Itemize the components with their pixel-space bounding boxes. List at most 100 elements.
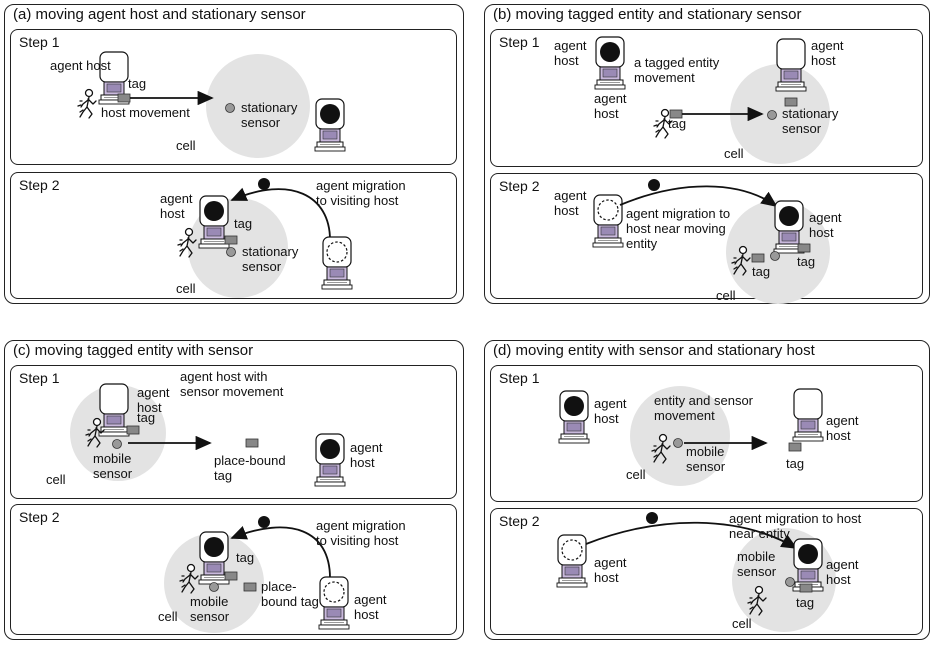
c1-place-bound-tag [245, 438, 259, 448]
label-line: host [594, 106, 619, 121]
panel-d-title: (d) moving entity with sensor and statio… [493, 342, 815, 359]
d1-sensor [673, 438, 683, 448]
d1-tag-label: tag [786, 456, 804, 471]
b2-cell-label: cell [716, 288, 736, 303]
c2-agent-host [198, 531, 230, 585]
a1-cell [206, 54, 310, 158]
step-label: Step 2 [499, 178, 540, 194]
label-line: stationary [782, 106, 839, 121]
a1-cell-label: cell [176, 138, 196, 153]
label-line: host [594, 570, 619, 585]
c2-place-bound-tag-label: place-bound tag [261, 579, 319, 609]
label-line: mobile [686, 444, 724, 459]
label-line: host [160, 206, 185, 221]
c2-tag-label: tag [236, 550, 254, 565]
label-line: agent migration [316, 518, 406, 533]
c2-cell-label: cell [158, 609, 178, 624]
c2-migrating-agent [258, 516, 270, 528]
panel-b-step1: Step 1 [490, 29, 923, 167]
b2-entity-tag [751, 253, 765, 263]
label-line: near entity [729, 526, 790, 541]
a2-tag [224, 235, 238, 245]
label-line: host [554, 203, 579, 218]
panel-b: (b) moving tagged entity and stationary … [484, 4, 930, 304]
label-line: sensor [686, 459, 726, 474]
b1-host-tag [784, 97, 798, 107]
a2-migration-arrow [230, 187, 331, 241]
label-line: agent host with [180, 369, 267, 384]
label-line: movement [634, 70, 695, 85]
label-line: mobile [190, 594, 228, 609]
label-line: agent [137, 385, 170, 400]
label-line: host [811, 53, 836, 68]
label-line: host [826, 572, 851, 587]
label-line: to visiting host [316, 533, 399, 548]
label-line: host [554, 53, 579, 68]
c1-agent-host [98, 383, 130, 437]
label-line: sensor [737, 564, 777, 579]
c1-host-right [314, 433, 346, 487]
b1-cell-label: cell [724, 146, 744, 161]
step-label: Step 2 [19, 509, 60, 525]
d2-tag [799, 583, 813, 593]
label-line: tag [214, 468, 232, 483]
a1-sensor [225, 103, 235, 113]
a1-movement-label: host movement [101, 105, 190, 120]
d1-host-left [558, 390, 590, 444]
label-line: place- [261, 579, 296, 594]
b1-agent-host-top [594, 36, 626, 90]
panel-c-step1: Step 1 [10, 365, 457, 499]
d2-migrating-agent [646, 512, 658, 524]
a1-host-right [314, 98, 346, 152]
panel-b-title: (b) moving tagged entity and stationary … [493, 6, 802, 23]
label-line: host near moving [626, 221, 726, 236]
label-line: host [354, 607, 379, 622]
step-label: Step 1 [499, 370, 540, 386]
a2-cell-label: cell [176, 281, 196, 296]
label-line: entity and sensor [654, 393, 754, 408]
a1-person [77, 88, 97, 119]
b1-sensor [767, 110, 777, 120]
b1-agent-host-right [775, 38, 807, 92]
label-line: mobile [93, 451, 131, 466]
c1-tag-label: tag [137, 410, 155, 425]
label-line: a tagged entity [634, 55, 720, 70]
a1-tag [117, 93, 131, 103]
label-line: agent [826, 557, 859, 572]
label-line: agent [160, 191, 193, 206]
label-line: agent migration [316, 178, 406, 193]
label-line: bound tag [261, 594, 319, 609]
label-line: mobile [737, 549, 775, 564]
label-line: agent [354, 592, 387, 607]
label-line: entity [626, 236, 658, 251]
panel-b-step2: Step 2 [490, 173, 923, 299]
label-line: host [809, 225, 834, 240]
c2-visiting-host [318, 576, 350, 630]
step-label: Step 1 [19, 370, 60, 386]
panel-c-title: (c) moving tagged entity with sensor [13, 342, 254, 359]
c2-tag [224, 571, 238, 581]
b1-tag-label: tag [668, 116, 686, 131]
label-line: agent [826, 413, 859, 428]
label-line: agent [594, 396, 627, 411]
c1-tag [126, 425, 140, 435]
step-label: Step 2 [19, 177, 60, 193]
d2-tag-label: tag [796, 595, 814, 610]
